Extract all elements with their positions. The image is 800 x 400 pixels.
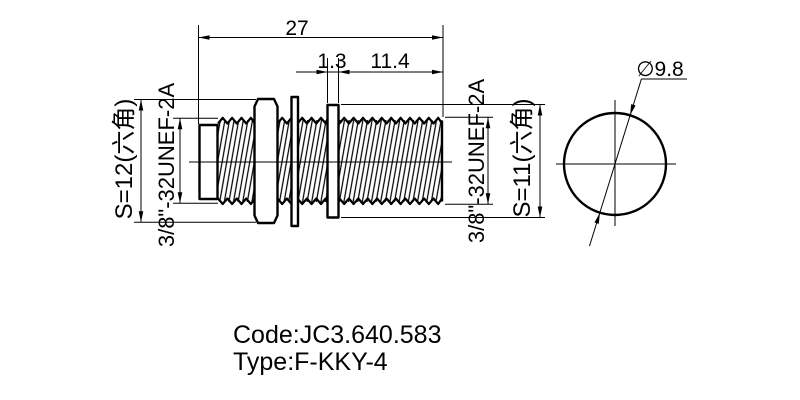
label-right-wrench-size: S=11(六角) bbox=[509, 99, 536, 218]
dimension-arrowhead bbox=[594, 212, 600, 224]
thread-hatch bbox=[339, 120, 442, 202]
end-view bbox=[556, 78, 687, 247]
dimension-arrowhead bbox=[177, 192, 183, 204]
dim-label-overall-length: 27 bbox=[285, 17, 308, 40]
thread-crest-bottom bbox=[338, 197, 443, 206]
dimension-arrowheads bbox=[138, 35, 636, 224]
thread-sections bbox=[217, 116, 443, 206]
dimension-arrowhead bbox=[485, 117, 491, 129]
dimension-arrowhead bbox=[138, 99, 144, 111]
thread-hatch bbox=[218, 120, 255, 202]
dimension-arrowhead bbox=[537, 104, 543, 116]
thread-hatch bbox=[277, 120, 292, 202]
dimension-arrowhead bbox=[630, 104, 636, 116]
dimension-arrowhead bbox=[432, 35, 443, 40]
part-type-text: Type:F-KKY-4 bbox=[233, 348, 388, 376]
thread-crest-top bbox=[276, 116, 293, 125]
part-code-text: Code:JC3.640.583 bbox=[233, 321, 441, 349]
thread-crest-top bbox=[217, 116, 256, 125]
thread-crest-top bbox=[296, 116, 330, 125]
label-left-wrench-size: S=12(六角) bbox=[111, 99, 138, 220]
label-right-thread-spec: 3/8"-32UNEF-2A bbox=[464, 79, 489, 244]
dimension-arrowhead bbox=[138, 211, 144, 223]
flat-washer bbox=[326, 103, 340, 219]
dimension-arrowhead bbox=[432, 69, 443, 75]
dim-label-washer-thickness: 1.3 bbox=[317, 50, 346, 73]
label-left-thread-spec: 3/8"-32UNEF-2A bbox=[154, 83, 179, 248]
thread-crest-bottom bbox=[276, 197, 293, 206]
dimension-arrowhead bbox=[177, 118, 183, 130]
dimension-lines bbox=[134, 25, 545, 223]
thread-crest-bottom bbox=[217, 197, 256, 206]
dimension-arrowhead bbox=[198, 35, 210, 40]
dimension-arrowhead bbox=[485, 193, 491, 205]
dimension-arrowhead bbox=[338, 69, 350, 75]
thread-crest-bottom bbox=[296, 197, 330, 206]
dim-label-thread-length: 11.4 bbox=[370, 50, 410, 73]
dimension-arrowhead bbox=[537, 206, 543, 218]
hex-nut bbox=[253, 97, 279, 225]
dimension-arrowhead bbox=[316, 69, 328, 75]
dim-label-diameter: ∅9.8 bbox=[636, 58, 684, 81]
thread-hatch bbox=[297, 120, 328, 202]
thread-crest-top bbox=[338, 116, 443, 125]
